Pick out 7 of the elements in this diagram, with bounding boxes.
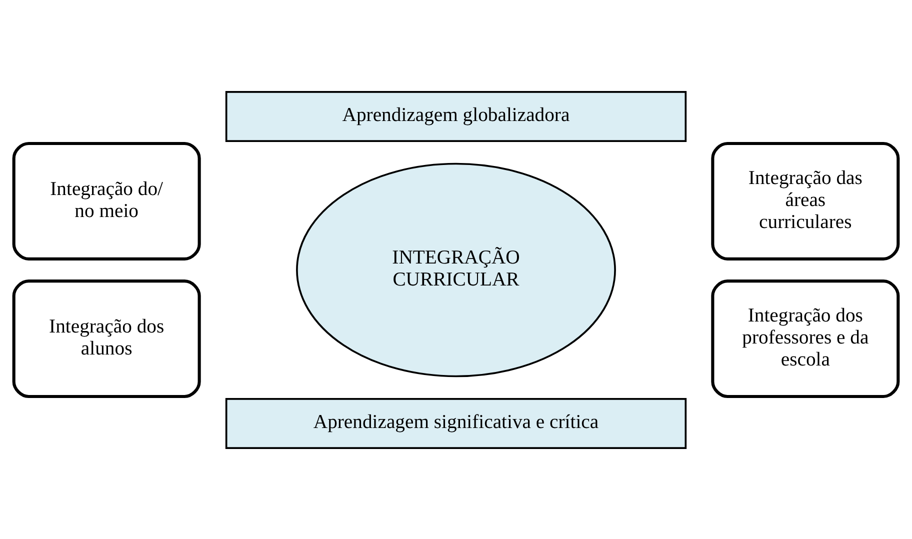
node-box: Integração dos professores e da escola bbox=[711, 279, 900, 398]
node-box: Aprendizagem globalizadora bbox=[225, 90, 687, 142]
node-box: Integração dos alunos bbox=[12, 279, 201, 398]
node-ellipse: INTEGRAÇÃO CURRICULAR bbox=[296, 162, 616, 377]
node-box: Aprendizagem significativa e crítica bbox=[225, 398, 687, 448]
node-box: Integração das áreas curriculares bbox=[711, 141, 900, 260]
node-box: Integração do/ no meio bbox=[12, 141, 201, 260]
